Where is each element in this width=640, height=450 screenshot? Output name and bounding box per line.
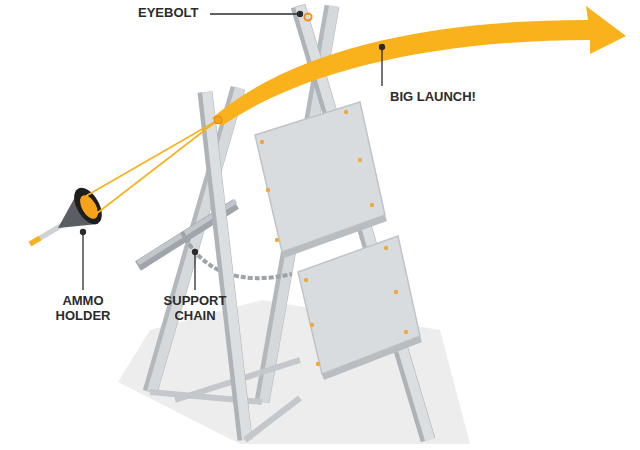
- support-chain: [182, 232, 292, 278]
- callout-label: EYEBOLT: [138, 6, 198, 21]
- callout-label: BIG LAUNCH!: [390, 90, 476, 105]
- rope-anchor: [214, 116, 222, 124]
- callout-label: AMMO HOLDER: [46, 294, 120, 324]
- eyebolt: [305, 14, 312, 21]
- panels: [255, 102, 422, 380]
- launch-arrow: [212, 6, 626, 126]
- rope: [86, 120, 218, 196]
- callout-label: SUPPORT CHAIN: [158, 294, 232, 324]
- leader-lines: [81, 12, 385, 291]
- rope: [96, 120, 218, 214]
